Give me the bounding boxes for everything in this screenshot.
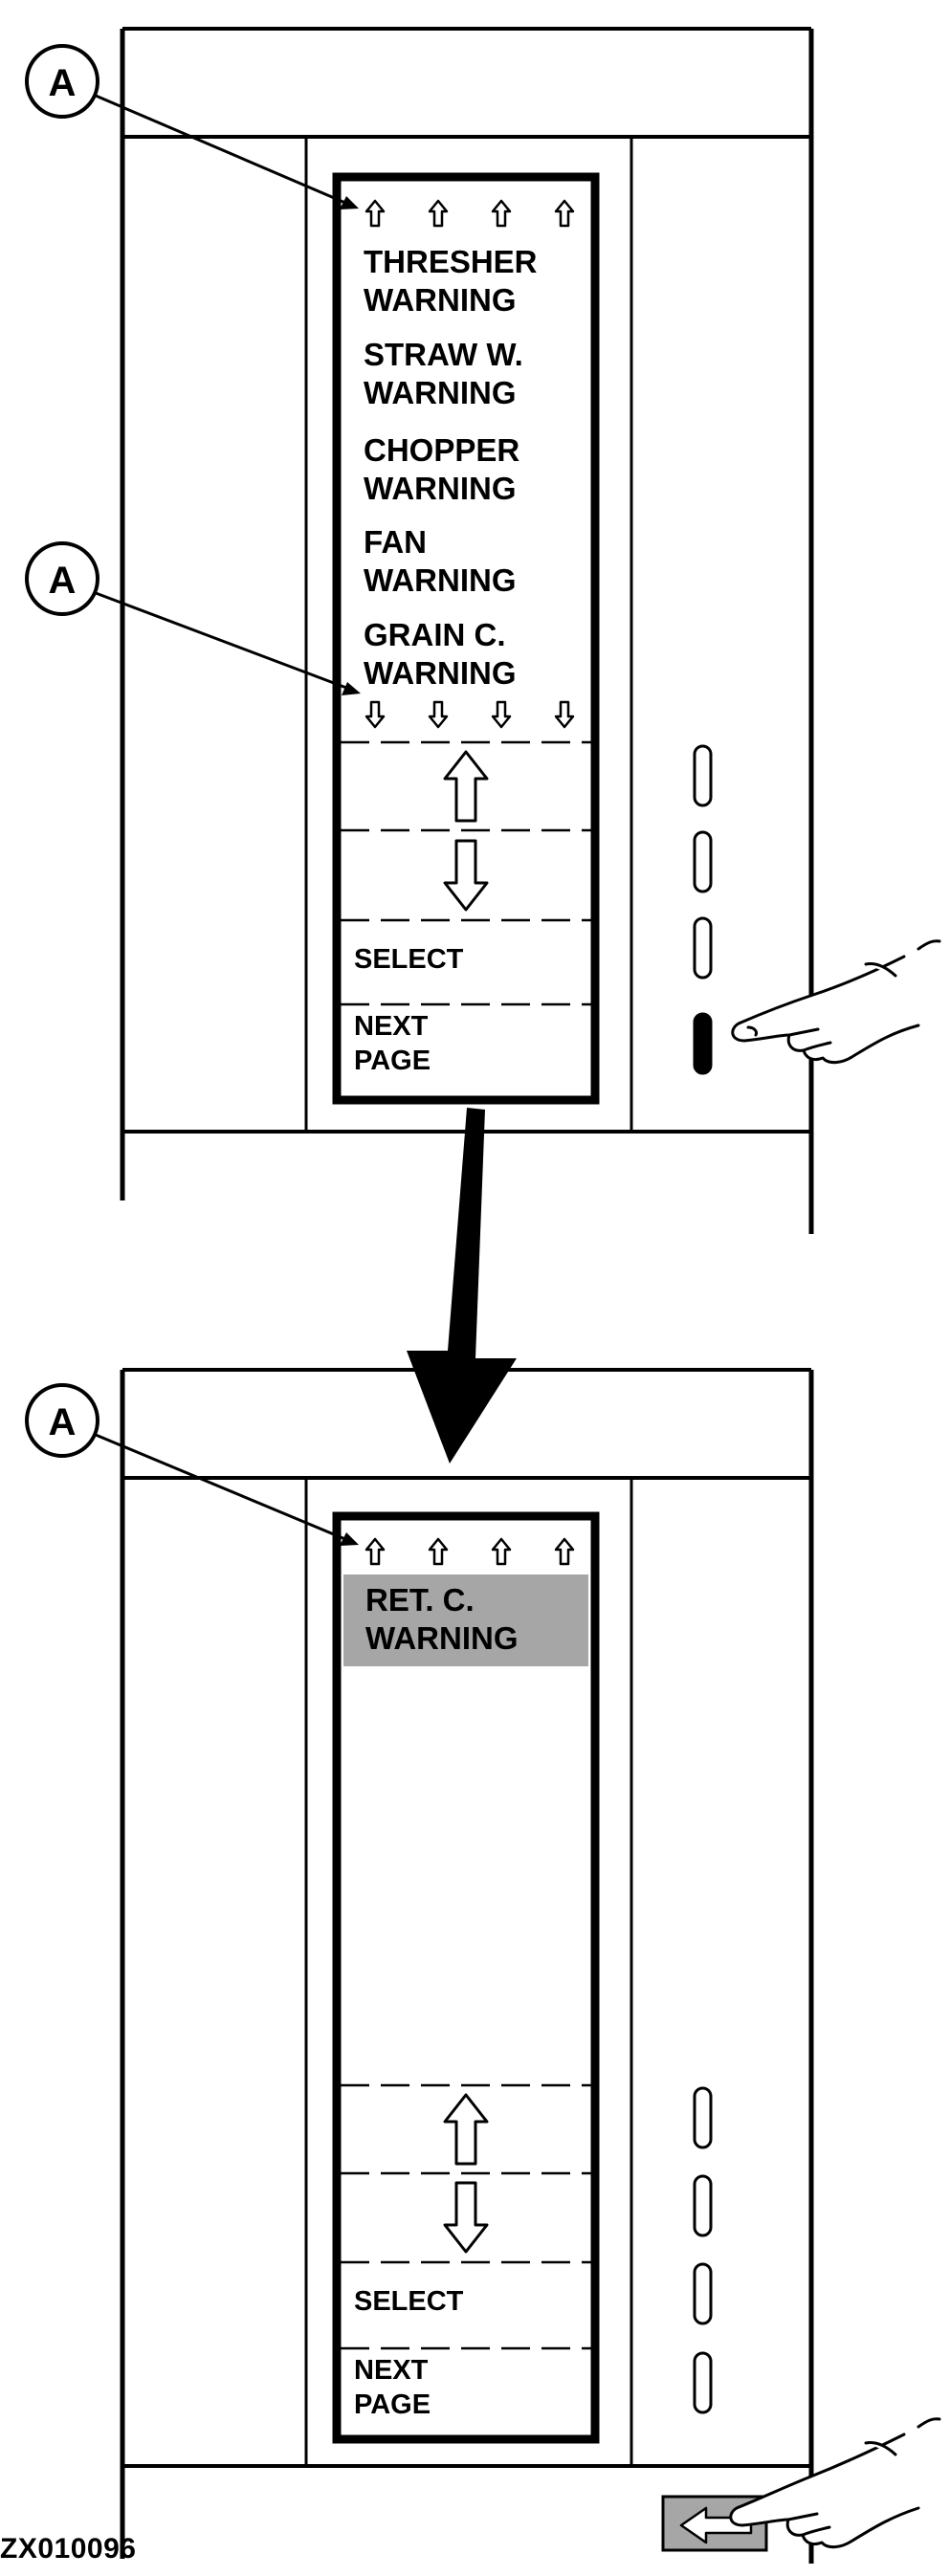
callout-label: A bbox=[49, 560, 77, 602]
next-page-softkey-label[interactable]: NEXT bbox=[354, 1011, 429, 1042]
callout-label: A bbox=[49, 62, 77, 104]
menu-item-fan[interactable]: FAN bbox=[364, 524, 427, 560]
pressing-hand-icon bbox=[729, 2417, 941, 2549]
bottom-display-screen bbox=[332, 1511, 600, 2444]
highlighted-menu-item[interactable] bbox=[343, 1574, 588, 1666]
softkey-button-2[interactable] bbox=[693, 2174, 713, 2237]
menu-item-grain-cart[interactable]: GRAIN C. bbox=[364, 617, 506, 652]
transition-arrow bbox=[407, 1108, 517, 1464]
menu-item-thresher-line2: WARNING bbox=[364, 282, 517, 318]
callout-a-2: A bbox=[25, 541, 361, 695]
menu-item-chopper-line2: WARNING bbox=[364, 471, 517, 506]
softkey-button-3[interactable] bbox=[693, 2262, 713, 2325]
menu-item-chopper[interactable]: CHOPPER bbox=[364, 432, 519, 468]
figure-reference-code: ZX010096 bbox=[0, 2533, 137, 2565]
menu-item-straw-walker[interactable]: STRAW W. bbox=[364, 337, 523, 372]
top-panel: THRESHER WARNING STRAW W. WARNING CHOPPE… bbox=[25, 27, 941, 1234]
menu-item-thresher[interactable]: THRESHER bbox=[364, 244, 538, 279]
next-page-softkey-label-line2: PAGE bbox=[354, 1046, 431, 1076]
select-softkey-label[interactable]: SELECT bbox=[354, 2286, 464, 2317]
menu-item-fan-line2: WARNING bbox=[364, 562, 517, 598]
select-softkey-label[interactable]: SELECT bbox=[354, 944, 464, 975]
callout-a-3: A bbox=[25, 1383, 359, 1546]
softkey-button-4[interactable] bbox=[693, 2351, 713, 2414]
next-page-softkey-label-line2: PAGE bbox=[354, 2389, 431, 2420]
bottom-panel: RET. C. WARNING SELECT NEXT PAGE bbox=[25, 1368, 941, 2564]
menu-item-grain-cart-line2: WARNING bbox=[364, 655, 517, 691]
softkey-button-3[interactable] bbox=[693, 916, 713, 980]
next-page-softkey-label[interactable]: NEXT bbox=[354, 2355, 429, 2386]
menu-item-return-conveyor[interactable]: RET. C. bbox=[365, 1582, 475, 1618]
top-display-screen bbox=[332, 172, 600, 1105]
menu-item-straw-walker-line2: WARNING bbox=[364, 375, 517, 410]
top-softkey-buttons bbox=[693, 744, 713, 1075]
bottom-softkey-buttons bbox=[693, 2086, 713, 2414]
softkey-button-2[interactable] bbox=[693, 830, 713, 893]
softkey-button-4-pressed[interactable] bbox=[693, 1012, 713, 1075]
menu-item-return-conveyor-line2: WARNING bbox=[365, 1620, 519, 1656]
softkey-button-1[interactable] bbox=[693, 744, 713, 807]
callout-label: A bbox=[49, 1401, 77, 1443]
softkey-button-1[interactable] bbox=[693, 2086, 713, 2149]
callout-a-1: A bbox=[25, 44, 359, 209]
pressing-hand-icon bbox=[731, 939, 941, 1065]
